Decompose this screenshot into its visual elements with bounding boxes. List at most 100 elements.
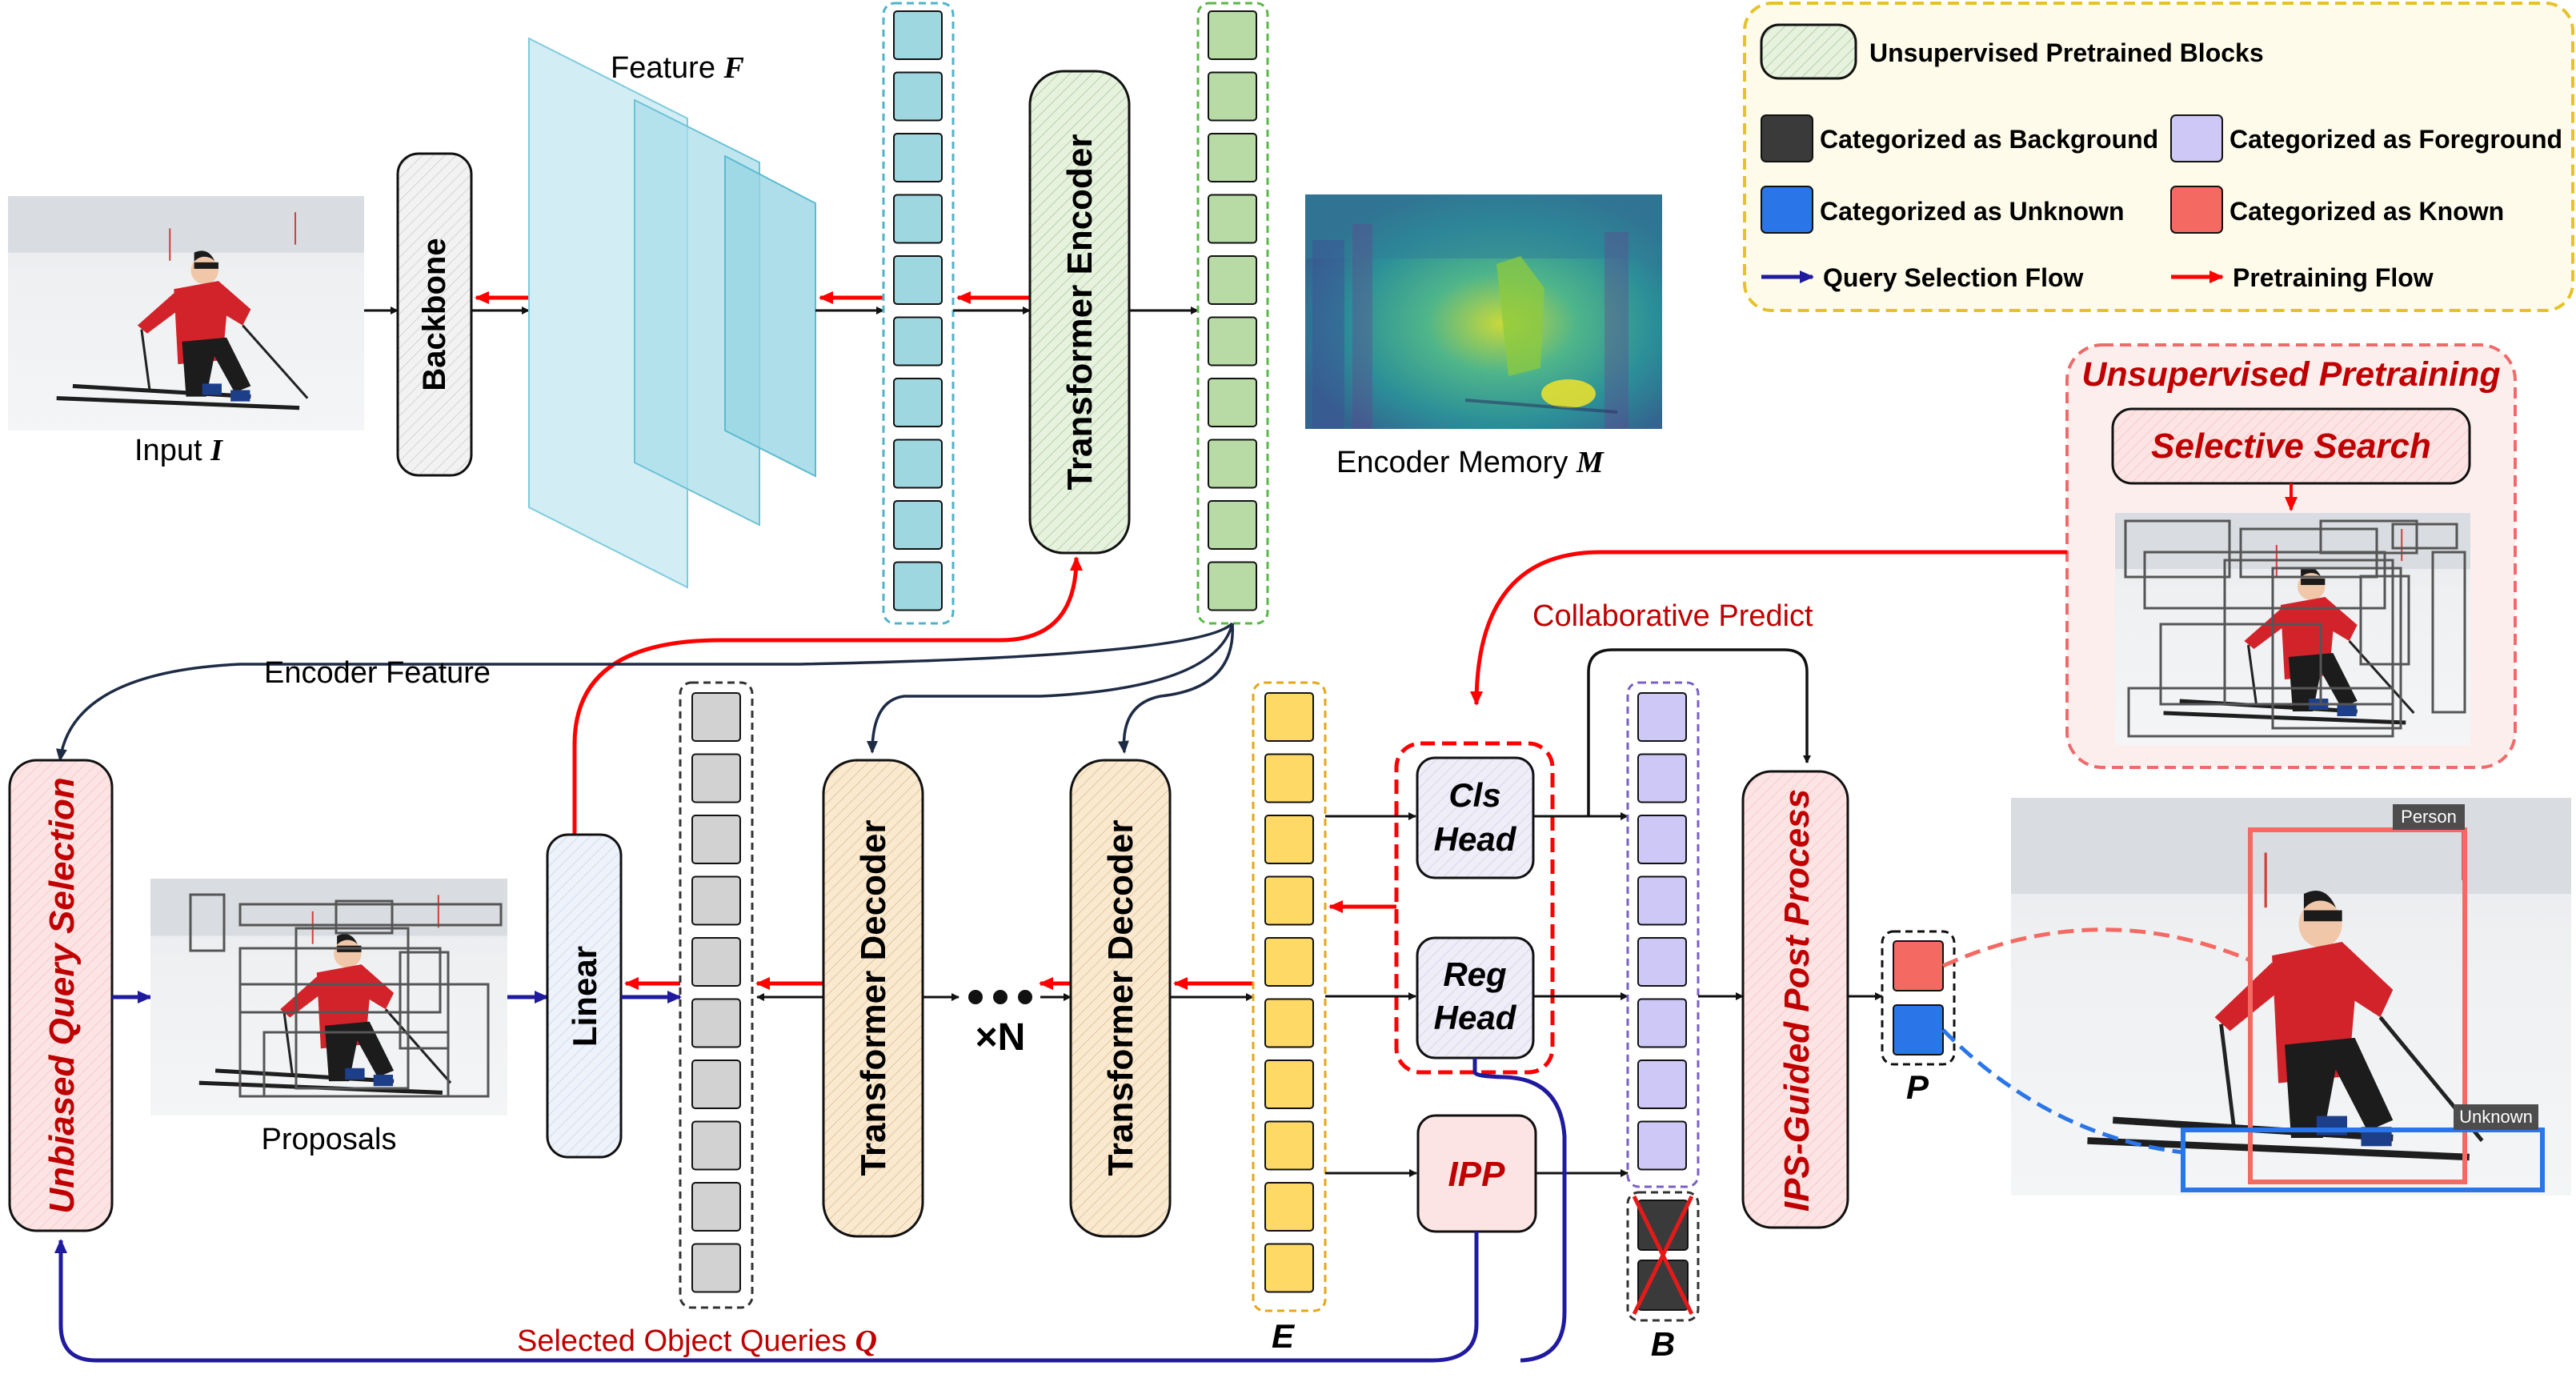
feature-token: [893, 378, 943, 427]
input-photo: [8, 196, 364, 431]
embedding-token: [1264, 1243, 1314, 1293]
unsupervised-pretraining-panel: Unsupervised Pretraining Selective Searc…: [2065, 343, 2517, 769]
memory-token: [1208, 133, 1257, 182]
ipp-block: IPP: [1416, 1114, 1537, 1233]
embedding-token: [1264, 692, 1314, 742]
linear-label: Linear: [566, 946, 603, 1047]
detection-result-photo: Person Unknown: [2011, 798, 2571, 1196]
decoder-embedding-tokens: [1252, 681, 1327, 1312]
foreground-token: [1637, 753, 1687, 803]
encoder-feature-label: Encoder Feature: [264, 656, 491, 690]
object-query-tokens: [679, 681, 754, 1309]
person-box-label: Person: [2401, 807, 2457, 827]
query-token: [691, 937, 741, 987]
selected-queries-label: Selected Object Queries Q: [517, 1324, 877, 1358]
memory-token: [1208, 194, 1257, 244]
memory-token: [1208, 71, 1257, 122]
encoder-memory-label: Encoder Memory M: [1336, 446, 1604, 479]
cls-head-block: [1416, 756, 1535, 879]
foreground-token: [1637, 1060, 1687, 1109]
foreground-token: [1637, 692, 1687, 742]
e-symbol: E: [1272, 1317, 1296, 1355]
input-label: Input I: [134, 434, 223, 467]
embedding-token: [1264, 1060, 1314, 1109]
linear-block: Linear: [546, 833, 623, 1159]
transformer-decoder-2-label: Transformer Decoder: [1101, 819, 1140, 1176]
encoder-memory-heatmap: [1305, 194, 1662, 429]
feature-token: [893, 500, 943, 550]
feature-maps: [528, 37, 816, 589]
unknown-box-label: Unknown: [2459, 1107, 2533, 1127]
legend-background-swatch: [1761, 114, 1813, 162]
transformer-encoder-label: Transformer Encoder: [1060, 134, 1100, 490]
known-token: [1893, 940, 1944, 991]
embedding-token: [1264, 1182, 1314, 1232]
embedding-token: [1264, 753, 1314, 803]
legend-query-flow-label: Query Selection Flow: [1823, 263, 2084, 292]
selective-search-photo: [2115, 513, 2470, 745]
reg-head-label-2: Head: [1434, 999, 1517, 1036]
background-box-tokens: [1626, 1191, 1700, 1322]
query-token: [691, 1120, 741, 1171]
embedding-token: [1264, 937, 1314, 987]
foreground-token: [1637, 937, 1687, 987]
memory-token: [1208, 561, 1257, 611]
selective-search-label: Selective Search: [2151, 427, 2431, 466]
query-token: [691, 1182, 741, 1232]
memory-token: [1208, 500, 1257, 550]
memory-token: [1208, 255, 1257, 305]
embedding-token: [1264, 1120, 1314, 1171]
legend-foreground-label: Categorized as Foreground: [2229, 125, 2562, 154]
transformer-decoder-1-block: Transformer Decoder: [822, 759, 924, 1238]
unknown-token: [1893, 1004, 1944, 1056]
foreground-token: [1637, 998, 1687, 1048]
cls-head-label-2: Head: [1434, 820, 1517, 858]
legend-known-swatch: [2170, 186, 2223, 234]
transformer-decoder-2-block: Transformer Decoder: [1069, 759, 1172, 1238]
feature-token: [893, 133, 943, 182]
legend: Unsupervised Pretrained Blocks Categoriz…: [1743, 2, 2574, 312]
legend-pretrained-swatch: [1760, 23, 1857, 80]
proposals-label: Proposals: [262, 1123, 397, 1156]
backbone-block: Backbone: [396, 152, 473, 477]
prediction-heads-group: Cls Head Reg Head: [1394, 741, 1555, 1075]
unknown-box: [2181, 1128, 2545, 1192]
legend-unknown-swatch: [1761, 186, 1813, 234]
feature-token: [893, 255, 943, 305]
transformer-decoder-1-label: Transformer Decoder: [854, 819, 893, 1176]
legend-pretrain-flow-label: Pretraining Flow: [2233, 263, 2434, 292]
query-token: [691, 1060, 741, 1109]
memory-token: [1208, 10, 1257, 60]
person-box: [2248, 827, 2467, 1184]
foreground-token: [1637, 1120, 1687, 1171]
backbone-label: Backbone: [417, 238, 452, 391]
legend-background-label: Categorized as Background: [1820, 125, 2158, 154]
embedding-token: [1264, 875, 1314, 926]
feature-token: [893, 71, 943, 122]
transformer-encoder-block: Transformer Encoder: [1028, 70, 1131, 555]
feature-token: [893, 10, 943, 60]
feature-token: [893, 561, 943, 611]
unbiased-query-selection-block: Unbiased Query Selection: [8, 759, 114, 1232]
embedding-token: [1264, 998, 1314, 1048]
feature-tokens: [882, 2, 955, 625]
red-cross-icon: [1632, 1195, 1694, 1316]
feature-token: [893, 316, 943, 367]
reg-head-label-1: Reg: [1443, 955, 1506, 993]
legend-unknown-label: Categorized as Unknown: [1820, 197, 2125, 226]
memory-token: [1208, 316, 1257, 367]
memory-token: [1208, 378, 1257, 427]
embedding-token: [1264, 815, 1314, 864]
prediction-tokens: [1881, 930, 1956, 1066]
legend-known-label: Categorized as Known: [2229, 197, 2504, 226]
proposals-photo: [150, 879, 507, 1116]
query-token: [691, 875, 741, 926]
query-token: [691, 692, 741, 742]
ips-post-process-label: IPS-Guided Post Process: [1777, 789, 1817, 1212]
legend-foreground-swatch: [2170, 114, 2223, 162]
b-symbol: B: [1651, 1325, 1675, 1363]
feature-label: Feature F: [611, 51, 744, 85]
ellipsis-icon: [968, 990, 1032, 1004]
foreground-token: [1637, 815, 1687, 864]
